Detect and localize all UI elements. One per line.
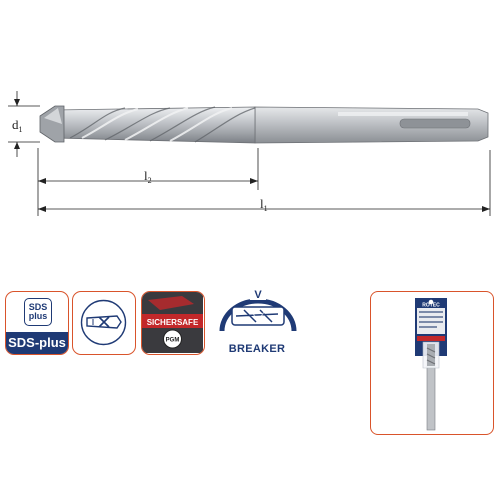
packaging-brand: ROTEC (422, 303, 440, 309)
cross-head-badge (72, 291, 136, 355)
sichersafe-badge: SICHERSAFE PGM (141, 291, 205, 355)
l2-label: l2 (144, 168, 152, 185)
dimension-l2: l2 (37, 148, 259, 216)
dimension-d1: d1 (8, 91, 40, 157)
sichersafe-label: SICHERSAFE (147, 318, 199, 327)
product-image-frame: ROTEC (370, 291, 494, 435)
pgm-seal-text: PGM (166, 338, 180, 344)
breaker-v-letter: V (254, 289, 262, 301)
sds-plus-label: SDS-plus (6, 332, 68, 354)
cross-head-tip-icon (80, 299, 127, 346)
breaker-icon: V (219, 287, 297, 332)
sds-box-line2: plus (28, 311, 48, 321)
sds-plus-badge: SDS plus SDS-plus (5, 291, 69, 355)
l1-label: l1 (260, 196, 268, 213)
d1-label: d1 (12, 117, 23, 134)
sds-box-line1: SDS (28, 302, 48, 312)
breaker-label: BREAKER (228, 343, 286, 355)
dimension-l1: l1 (38, 150, 491, 216)
drill-bit (39, 105, 489, 144)
sichersafe-icon: SICHERSAFE PGM (142, 292, 203, 353)
product-packaging-image: ROTEC (415, 298, 447, 431)
drill-bit-technical-drawing: d1 l2 l1 (8, 91, 491, 216)
sds-plus-shank-icon: SDS plus (24, 298, 52, 326)
